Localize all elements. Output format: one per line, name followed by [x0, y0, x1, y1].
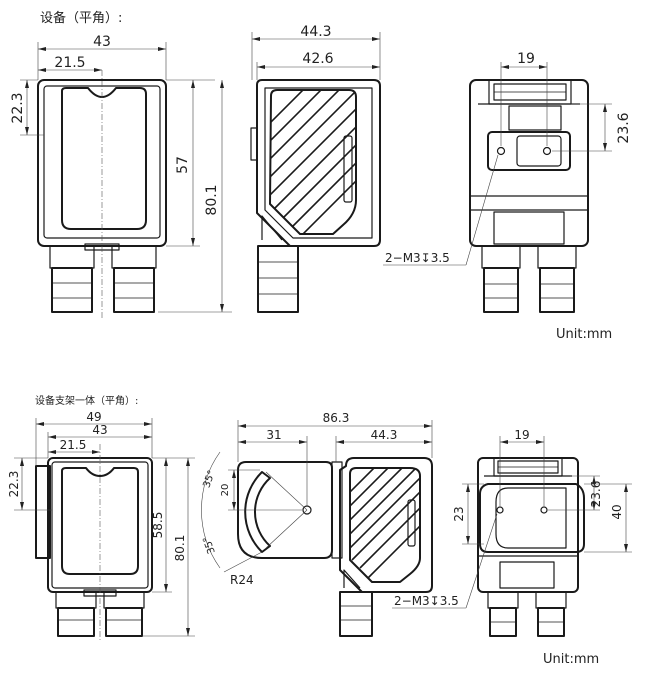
dim-bracket-front-height-body: 58.5 — [151, 512, 165, 539]
dim-front-height-body: 57 — [175, 156, 191, 174]
device-front-dims: 43 21.5 22.3 57 80.1 — [10, 34, 232, 313]
callout-bracket-back-thread: 2−M3↧3.5 — [394, 594, 459, 608]
callout-back-thread: 2−M3↧3.5 — [385, 251, 450, 265]
dim-bracket-front-height-top: 22.3 — [7, 471, 21, 498]
bracket-back-dims: 19 23.6 40 23 2−M3↧3.5 — [392, 428, 632, 609]
dim-front-width-half: 21.5 — [54, 55, 85, 71]
device-back-view — [469, 79, 589, 313]
dim-bracket-side-length-total: 86.3 — [323, 411, 350, 425]
bracket-front-view — [35, 444, 153, 642]
title-device-bracket: 设备支架一体（平角）: — [35, 394, 138, 407]
dim-bracket-back-height-total: 40 — [610, 504, 624, 519]
dim-bracket-back-height-holes: 23.6 — [589, 481, 603, 508]
dim-bracket-front-width-body: 43 — [92, 423, 107, 437]
dim-bracket-front-width-half: 21.5 — [60, 438, 87, 452]
dim-bracket-side-angle-top: 35° — [201, 469, 217, 489]
dim-front-height-top: 22.3 — [10, 92, 26, 123]
device-side-view — [250, 79, 381, 313]
dim-bracket-side-radius: R24 — [230, 573, 254, 587]
bracket-back-view — [477, 457, 585, 637]
dim-back-height-holes: 23.6 — [616, 112, 632, 143]
dim-bracket-side-angle-bottom: 35° — [201, 535, 217, 555]
unit-label-top: Unit:mm — [556, 327, 612, 342]
bracket-front-dims: 49 43 21.5 22.3 58.5 80.1 — [7, 410, 195, 637]
device-back-dims: 19 23.6 2−M3↧3.5 — [383, 51, 632, 266]
dim-bracket-side-height-small: 20 — [220, 484, 231, 497]
dim-back-width-holes: 19 — [517, 51, 535, 67]
bracket-side-view — [201, 451, 433, 637]
device-front-view — [37, 70, 167, 320]
unit-label-bottom: Unit:mm — [543, 652, 599, 667]
dim-side-depth-body: 42.6 — [302, 51, 333, 67]
dim-bracket-front-width-outer: 49 — [86, 410, 101, 424]
dim-bracket-back-height-slot: 23 — [452, 506, 466, 521]
device-side-dims: 44.3 42.6 — [251, 24, 381, 80]
bracket-side-dims: 86.3 31 44.3 20 35° 35° R24 — [201, 411, 433, 587]
dim-bracket-side-bracket-len: 31 — [266, 428, 281, 442]
dim-front-height-total: 80.1 — [204, 184, 220, 215]
dim-front-width-total: 43 — [93, 34, 111, 50]
dim-bracket-front-height-total: 80.1 — [173, 535, 187, 562]
dim-side-depth-total: 44.3 — [300, 24, 331, 40]
dim-bracket-side-device-depth: 44.3 — [371, 428, 398, 442]
dim-bracket-back-width-holes: 19 — [514, 428, 529, 442]
title-device: 设备（平角）: — [40, 10, 122, 26]
